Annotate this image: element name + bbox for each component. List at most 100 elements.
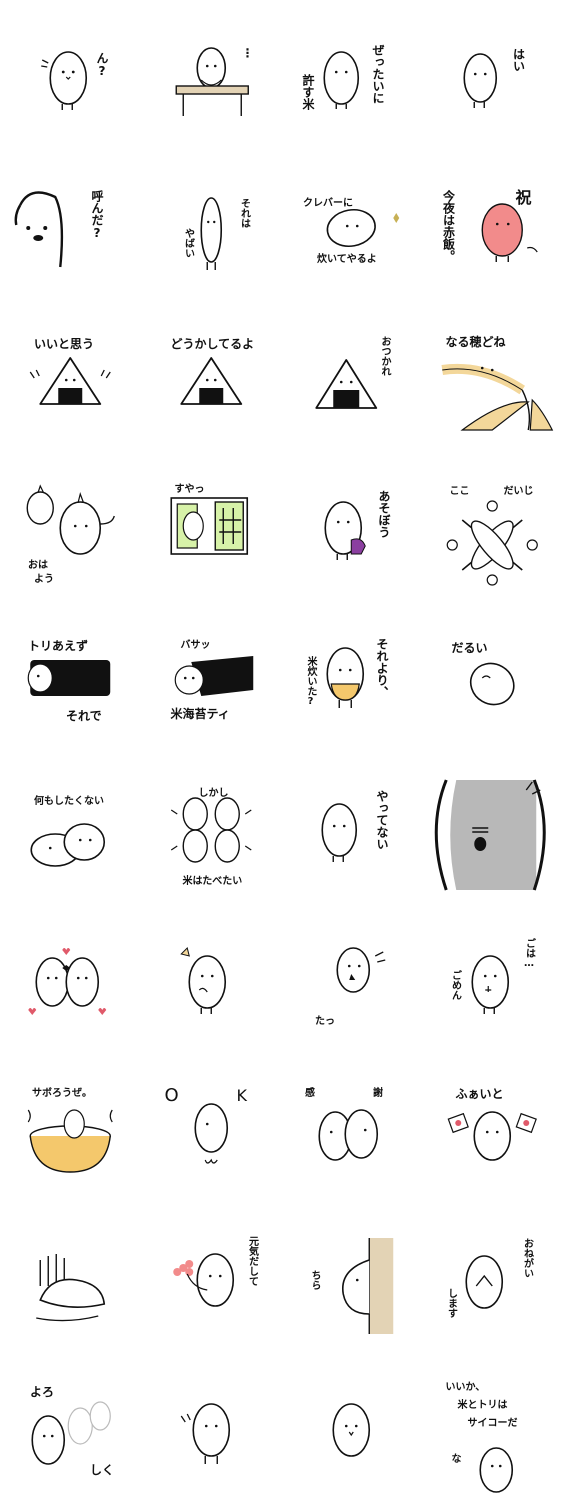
sticker-37-text-b: しく [90,1463,115,1477]
sticker-31-text-a: 感 [305,1088,315,1099]
sticker-35-text: ちら [309,1270,320,1290]
thin-rice-grain-icon [199,197,222,270]
sticker-16[interactable]: ここ だいじ [422,450,562,600]
sticker-22-text-b: 米はたべたい [182,876,243,887]
rice-with-bowl-icon [326,647,365,708]
sticker-27-text: たっ [315,1016,335,1027]
sticker-34-text: 元気だして [246,1236,258,1286]
sticker-23[interactable]: やってない [281,750,422,900]
sticker-22-text-a: しかし [198,788,229,799]
sticker-2[interactable]: ⋮ [141,0,282,150]
sticker-5[interactable]: 呼んだ? [0,150,141,300]
sticker-7-text-b: 炊いてやるよ [317,254,377,265]
sticker-28-text-a: ごは… [523,938,535,969]
sticker-24[interactable] [422,750,562,900]
sticker-38[interactable] [141,1350,282,1500]
sticker-7[interactable]: クレバーに 炊いてやるよ [281,150,422,300]
sticker-40-text-c: サイコーだ [467,1418,518,1429]
sticker-28[interactable]: ごは… ごめん [422,900,562,1050]
sticker-28-text-b: ごめん [449,970,461,1000]
sticker-15-text: あそぼう [377,490,391,538]
sticker-22[interactable]: しかし 米はたべたい [141,750,282,900]
rice-with-flags-icon [447,1111,537,1161]
sticker-13[interactable]: おは よう [0,450,141,600]
four-rice-icon [170,797,252,863]
sticker-15[interactable]: あそぼう [281,450,422,600]
running-rice-icon [336,947,386,993]
sticker-1-text: ん? [95,52,109,78]
sticker-13-text-b: よう [34,574,54,585]
crossed-rice-icon [446,500,538,586]
sticker-6-text-a: それは [238,198,250,228]
sticker-12[interactable]: なる穂どね [422,300,562,450]
rice-grain-icon [332,1403,371,1457]
sticker-9[interactable]: いいと思う [0,300,141,450]
sticker-4-text: はい [511,48,526,72]
sticker-8[interactable]: 祝 今夜は赤飯。 [422,150,562,300]
sticker-37-text-a: よろ [30,1385,55,1399]
sticker-19[interactable]: それより、 米炊いた? [281,600,422,750]
rice-with-flower-icon [172,1253,234,1307]
sticker-8-text-b: 今夜は赤飯。 [441,190,456,262]
sticker-36[interactable]: おねがい します [422,1200,562,1350]
sticker-29[interactable]: サボろうぜ。 [0,1050,141,1200]
sticker-16-text-a: ここ [449,486,470,497]
sticker-31[interactable]: 感 謝 [281,1050,422,1200]
sticker-3-text-b: 許す米 [301,74,315,110]
sticker-39[interactable] [281,1350,422,1500]
rice-grain-icon [180,1403,230,1464]
sticker-29-text: サボろうぜ。 [32,1088,92,1099]
sticker-7-text-a: クレバーに [303,198,353,209]
sticker-34[interactable]: 元気だして [141,1200,282,1350]
sticker-17[interactable]: トリあえず それで [0,600,141,750]
big-chick-face-icon [14,191,64,268]
close-up-rice-icon [434,779,546,891]
sticker-18-text-a: バサッ [180,640,211,651]
rice-grain-icon [193,1103,228,1164]
rice-at-desk-icon [175,47,249,116]
onigiri-icon [315,359,378,409]
seaweed-roll-icon [174,656,253,696]
sticker-37[interactable]: よろ しく [0,1350,141,1500]
sticker-18[interactable]: バサッ 米海苔ティ [141,600,282,750]
sticker-10-text: どうかしてるよ [170,337,255,351]
red-rice-grain-icon [481,203,538,262]
sticker-35[interactable]: ちら [281,1200,422,1350]
sticker-6-text-b: やばい [182,228,194,258]
sticker-23-text: やってない [375,790,389,850]
sticker-30-text-a: O [164,1085,179,1106]
rice-couple-icon [318,1109,379,1161]
sticker-10[interactable]: どうかしてるよ [141,300,282,450]
sticker-1[interactable]: ん? [0,0,141,150]
sticker-14[interactable]: すやっ [141,450,282,600]
sticker-6[interactable]: それは やばい [141,150,282,300]
sticker-30[interactable]: O K [141,1050,282,1200]
sticker-21[interactable]: 何もしたくない [0,750,141,900]
sticker-20-text: だるい [451,641,488,655]
sticker-3[interactable]: ぜったいに 許す米 [281,0,422,150]
sticker-14-text: すやっ [174,484,205,495]
sticker-32[interactable]: ふぁいと [422,1050,562,1200]
sticker-21-text: 何もしたくない [34,796,104,807]
sticker-27[interactable]: たっ [281,900,422,1050]
sticker-8-text-a: 祝 [515,188,532,207]
sticker-40-text-d: な [451,1454,462,1465]
sticker-17-text-a: トリあえず [28,639,89,653]
rice-trio-icon [31,1401,111,1465]
sticker-25[interactable] [0,900,141,1050]
sticker-4[interactable]: はい [422,0,562,150]
sticker-40[interactable]: いいか、 米とトリは サイコーだ な [422,1350,562,1500]
sticker-26[interactable] [141,900,282,1050]
lying-rice-icon [30,823,106,867]
sticker-20[interactable]: だるい [422,600,562,750]
bowing-rice-icon [464,1255,503,1309]
sticker-36-text-a: おねがい [521,1238,533,1278]
rice-grain-icon [41,51,88,110]
sticker-33[interactable] [0,1200,141,1350]
sticker-30-text-b: K [236,1086,248,1105]
onigiri-icon [29,357,111,405]
sticker-11[interactable]: おつかれ [281,300,422,450]
sticker-40-text-b: 米とトリは [457,1400,508,1411]
rice-bowl-icon [27,1109,113,1173]
rice-grain-icon [323,51,360,109]
